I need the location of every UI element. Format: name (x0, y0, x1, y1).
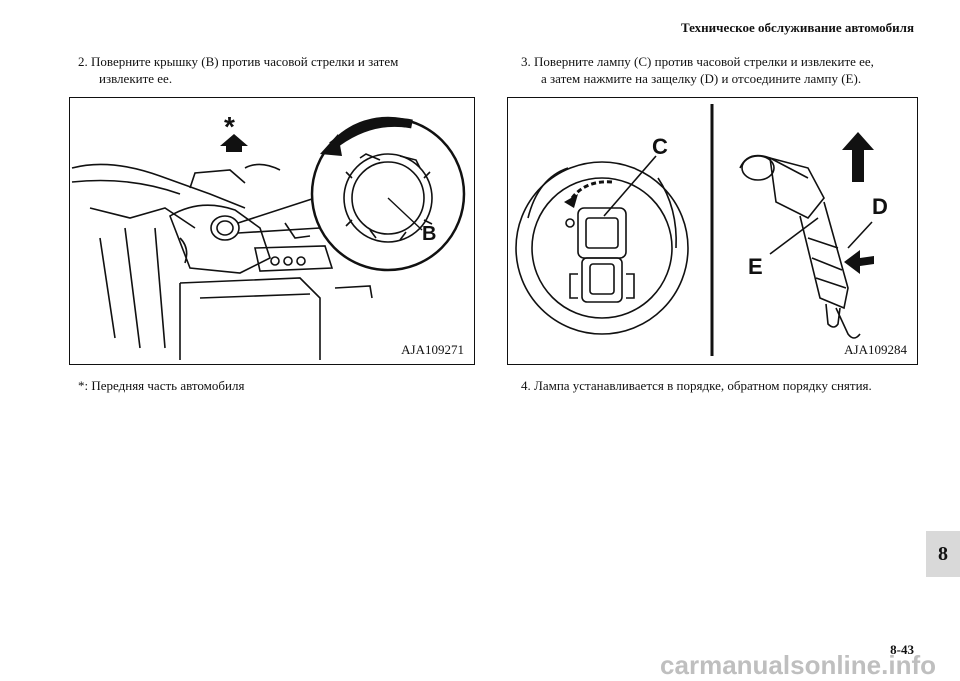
front-direction-icon (220, 134, 248, 152)
step-3-line-1: 3. Поверните лампу (C) против часовой ст… (521, 54, 874, 69)
step-3-line-2: а затем нажмите на защелку (D) и отсоеди… (541, 71, 862, 86)
engine-bay-illustration: B * (71, 111, 466, 360)
step-2-line-1: 2. Поверните крышку (B) против часовой с… (78, 54, 399, 69)
figure-left-code: AJA109271 (401, 342, 464, 357)
page-number: 8-43 (890, 642, 914, 657)
label-b: B (422, 223, 436, 245)
figure-right-code: AJA109284 (844, 342, 907, 357)
label-c: C (652, 134, 668, 159)
front-note: *: Передняя часть автомобиля (78, 378, 245, 393)
chapter-tab: 8 (926, 531, 960, 577)
step-2-line-2: извлеките ее. (99, 71, 173, 86)
figure-left: B * AJA109271 (69, 97, 475, 365)
bulb-removal-illustration: C D E (515, 104, 888, 356)
watermark: carmanualsonline.info (660, 650, 936, 680)
figure-right: C D E AJA109284 (507, 97, 918, 365)
front-star: * (224, 111, 235, 142)
page-header: Техническое обслуживание автомобиля (680, 20, 914, 35)
label-e: E (748, 254, 763, 279)
label-d: D (872, 194, 888, 219)
step-4: 4. Лампа устанавливается в порядке, обра… (521, 378, 872, 393)
